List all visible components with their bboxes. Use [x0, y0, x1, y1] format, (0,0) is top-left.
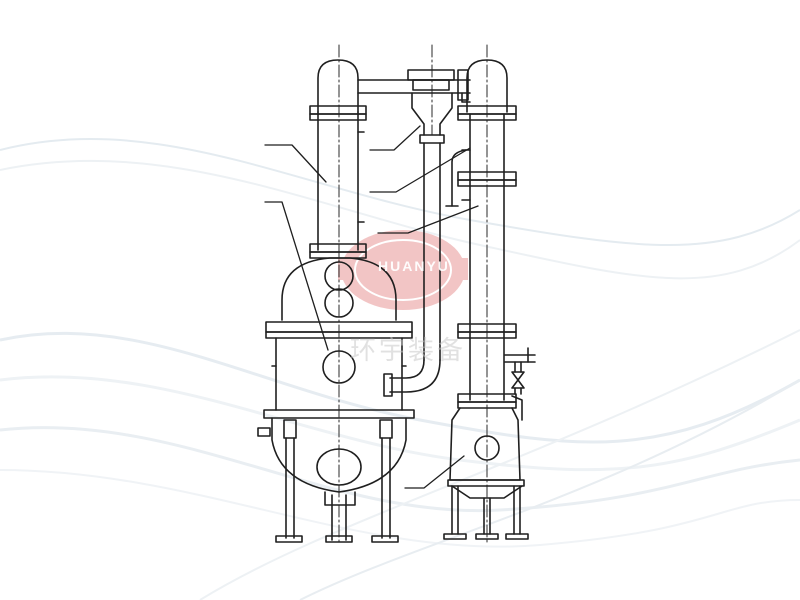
watermark-text: 环宇装备 [350, 336, 467, 366]
main-evaporator [257, 257, 415, 506]
side-valve-piping [504, 347, 536, 395]
watermark-logo [338, 230, 468, 310]
watermark-logo-text: HUANYU [378, 258, 450, 274]
top-connecting-pipe [357, 69, 471, 103]
leader-lines [264, 125, 479, 489]
collector-tank [447, 395, 525, 499]
separator-funnel [383, 92, 453, 397]
left-condenser [309, 59, 367, 259]
collector-legs [443, 485, 529, 540]
main-vessel-legs [275, 419, 399, 543]
